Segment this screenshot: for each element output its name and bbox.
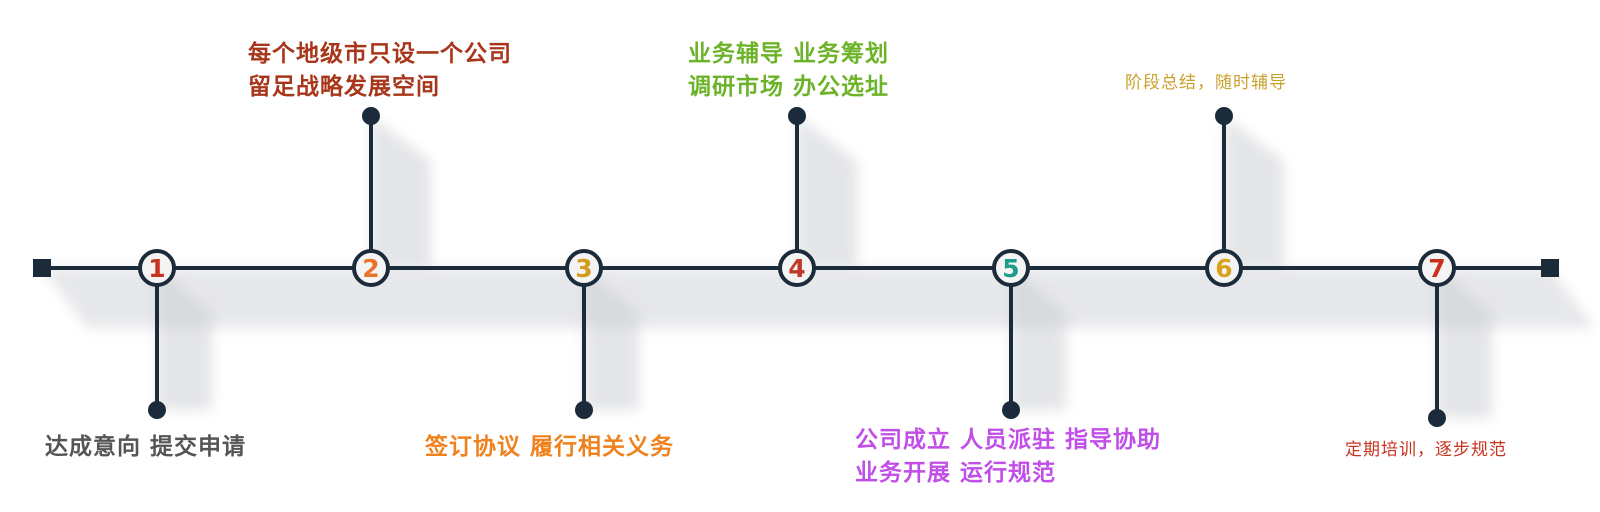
step-7-circle <box>1418 249 1456 287</box>
step-3-end-dot <box>575 401 593 419</box>
step-3-label-line: 签订协议 履行相关义务 <box>425 434 675 460</box>
step-1-node: 1 <box>138 249 176 287</box>
step-7-label: 定期培训，逐步规范 <box>1345 438 1507 462</box>
step-4-label-line: 调研市场 办公选址 <box>688 74 890 100</box>
timeline-shadow <box>42 268 1595 328</box>
step-1-number: 1 <box>148 254 165 283</box>
step-2-circle <box>352 249 390 287</box>
step-4-node: 4 <box>778 249 816 287</box>
step-5-label: 公司成立 人员派驻 指导协助业务开展 运行规范 <box>855 424 1161 490</box>
step-5-end-dot <box>1002 401 1020 419</box>
step-6-circle <box>1205 249 1243 287</box>
step-6-end-dot <box>1215 107 1233 125</box>
step-2-number: 2 <box>362 254 379 283</box>
step-3-number: 3 <box>575 254 592 283</box>
timeline-end-cap <box>1541 259 1559 277</box>
step-1-end-dot <box>148 401 166 419</box>
timeline-start-cap <box>33 259 51 277</box>
step-7-node: 7 <box>1418 249 1456 287</box>
step-2-label-line: 每个地级市只设一个公司 <box>248 41 512 67</box>
step-2-stem-shadow <box>371 116 431 268</box>
step-3-stem-shadow <box>584 268 639 410</box>
step-1-circle <box>138 249 176 287</box>
step-2-node: 2 <box>352 249 390 287</box>
step-1-stem-shadow <box>157 268 212 410</box>
step-6-label-line: 阶段总结，随时辅导 <box>1125 73 1287 93</box>
step-4-label-line: 业务辅导 业务筹划 <box>688 41 890 67</box>
step-5-label-line: 业务开展 运行规范 <box>855 460 1057 486</box>
step-4-label: 业务辅导 业务筹划调研市场 办公选址 <box>688 38 889 104</box>
step-2-label-line: 留足战略发展空间 <box>248 74 440 100</box>
step-2-end-dot <box>362 107 380 125</box>
step-7-end-dot <box>1428 409 1446 427</box>
step-5-stem-shadow <box>1011 268 1066 410</box>
step-5-node: 5 <box>992 249 1030 287</box>
step-5-circle <box>992 249 1030 287</box>
step-7-label-line: 定期培训，逐步规范 <box>1345 440 1507 460</box>
step-6-stem-shadow <box>1224 116 1284 268</box>
step-3-label: 签订协议 履行相关义务 <box>425 431 674 464</box>
step-5-number: 5 <box>1002 254 1019 283</box>
step-6-node: 6 <box>1205 249 1243 287</box>
step-5-label-line: 公司成立 人员派驻 指导协助 <box>855 427 1162 453</box>
step-3-circle <box>565 249 603 287</box>
step-3-node: 3 <box>565 249 603 287</box>
step-6-number: 6 <box>1215 254 1232 283</box>
step-1-label-line: 达成意向 提交申请 <box>45 434 247 460</box>
step-1-label: 达成意向 提交申请 <box>45 431 246 464</box>
step-4-number: 4 <box>788 254 805 283</box>
step-7-stem-shadow <box>1437 268 1492 418</box>
step-4-stem-shadow <box>797 116 857 268</box>
step-6-label: 阶段总结，随时辅导 <box>1125 71 1287 95</box>
step-2-label: 每个地级市只设一个公司留足战略发展空间 <box>248 38 512 104</box>
step-7-number: 7 <box>1428 254 1445 283</box>
step-4-end-dot <box>788 107 806 125</box>
node-layer: 1 2 3 4 5 6 7 <box>138 249 1456 287</box>
shadow-layer <box>42 116 1595 418</box>
step-4-circle <box>778 249 816 287</box>
